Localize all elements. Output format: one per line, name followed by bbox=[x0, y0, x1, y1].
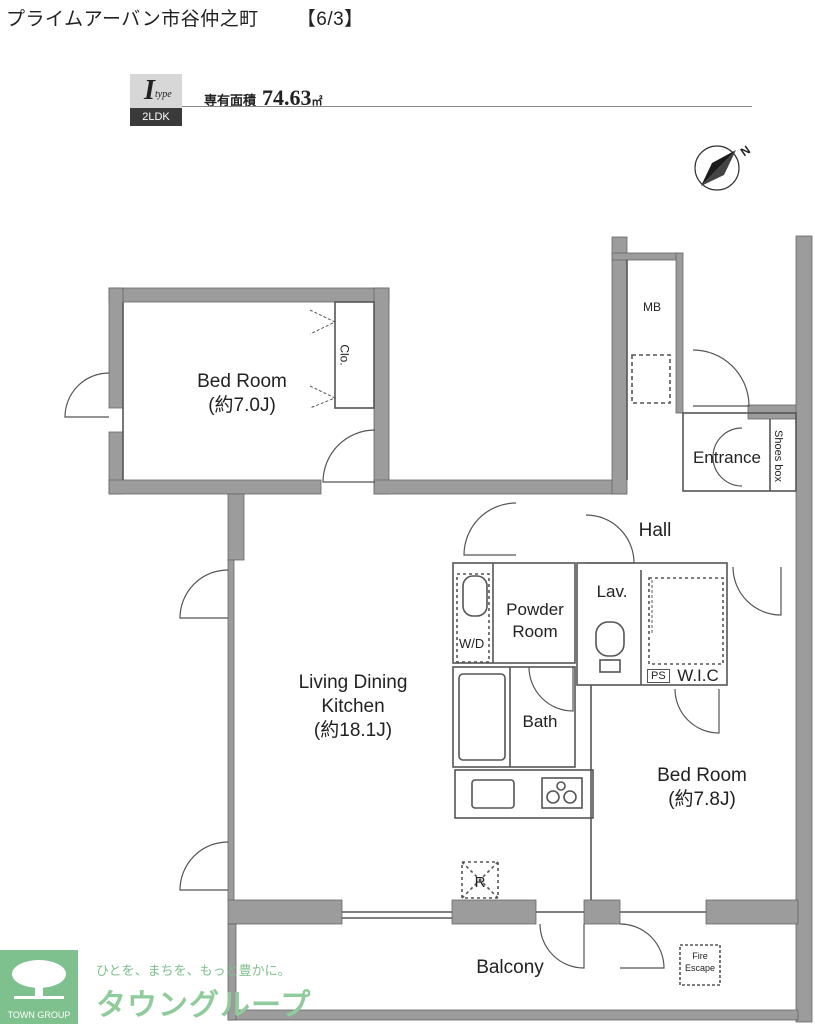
wic-label: W.I.C bbox=[677, 666, 719, 685]
area-unit: ㎡ bbox=[311, 96, 323, 108]
ldk-size: (約18.1J) bbox=[313, 720, 393, 741]
fridge-label: R bbox=[474, 874, 486, 891]
closet-doors bbox=[309, 309, 653, 634]
unit-type-top: I type bbox=[130, 74, 182, 108]
ldk-line2: Kitchen bbox=[321, 696, 385, 717]
floor-ratio: 【6/3】 bbox=[296, 9, 364, 30]
bedroom2-name: Bed Room bbox=[657, 765, 747, 786]
unit-type-suffix: type bbox=[155, 89, 172, 100]
ps-label: PS bbox=[647, 669, 670, 683]
entrance-label: Entrance bbox=[692, 448, 762, 467]
doors bbox=[64, 349, 782, 969]
area-label: 専有面積 bbox=[204, 93, 257, 108]
interior-partitions bbox=[122, 260, 797, 986]
compass-icon bbox=[694, 145, 740, 191]
bedroom1-name: Bed Room bbox=[197, 371, 287, 392]
powder-line2: Room bbox=[512, 622, 558, 641]
tree-icon bbox=[12, 960, 66, 999]
powder-room-label: Powder Room bbox=[493, 599, 577, 643]
area-value: 74.63 bbox=[262, 85, 312, 110]
ldk-label: Living Dining Kitchen (約18.1J) bbox=[258, 671, 448, 743]
fire-escape-label: Fire Escape bbox=[680, 950, 720, 974]
unit-type-letter: I bbox=[144, 75, 155, 106]
bedroom2-label: Bed Room (約7.8J) bbox=[640, 764, 764, 812]
bedroom1-label: Bed Room (約7.0J) bbox=[180, 370, 304, 418]
hall-label: Hall bbox=[638, 520, 672, 541]
closet-label: Clo. bbox=[337, 344, 352, 366]
lav-label: Lav. bbox=[596, 582, 628, 601]
header-rule bbox=[182, 106, 752, 107]
bedroom2-size: (約7.8J) bbox=[668, 789, 736, 810]
company-brand: タウングループ bbox=[96, 989, 312, 1022]
company-logo: TOWN GROUP bbox=[0, 950, 78, 1024]
area-info: 専有面積 74.63㎡ bbox=[204, 85, 323, 111]
page-title: プライムアーバン市谷仲之町 【6/3】 bbox=[6, 4, 364, 31]
unit-layout: 2LDK bbox=[130, 108, 182, 126]
bedroom1-size: (約7.0J) bbox=[208, 395, 276, 416]
building-name: プライムアーバン市谷仲之町 bbox=[6, 9, 259, 30]
ldk-line1: Living Dining bbox=[298, 672, 408, 693]
fire-escape-line1: Fire bbox=[692, 951, 708, 961]
mb-label: MB bbox=[643, 300, 661, 314]
company-slogan: ひとを、まちを、もっと豊かに。 bbox=[96, 963, 291, 978]
logo-label: TOWN GROUP bbox=[7, 1010, 71, 1020]
unit-type-badge: I type 2LDK bbox=[130, 74, 182, 128]
balcony-label: Balcony bbox=[476, 957, 544, 978]
exterior-walls bbox=[108, 235, 813, 1023]
powder-line1: Powder bbox=[506, 600, 564, 619]
shoes-box-label: Shoes box bbox=[771, 430, 784, 482]
wd-label: W/D bbox=[459, 636, 485, 651]
bath-label: Bath bbox=[522, 712, 558, 731]
fire-escape-line2: Escape bbox=[684, 963, 716, 973]
